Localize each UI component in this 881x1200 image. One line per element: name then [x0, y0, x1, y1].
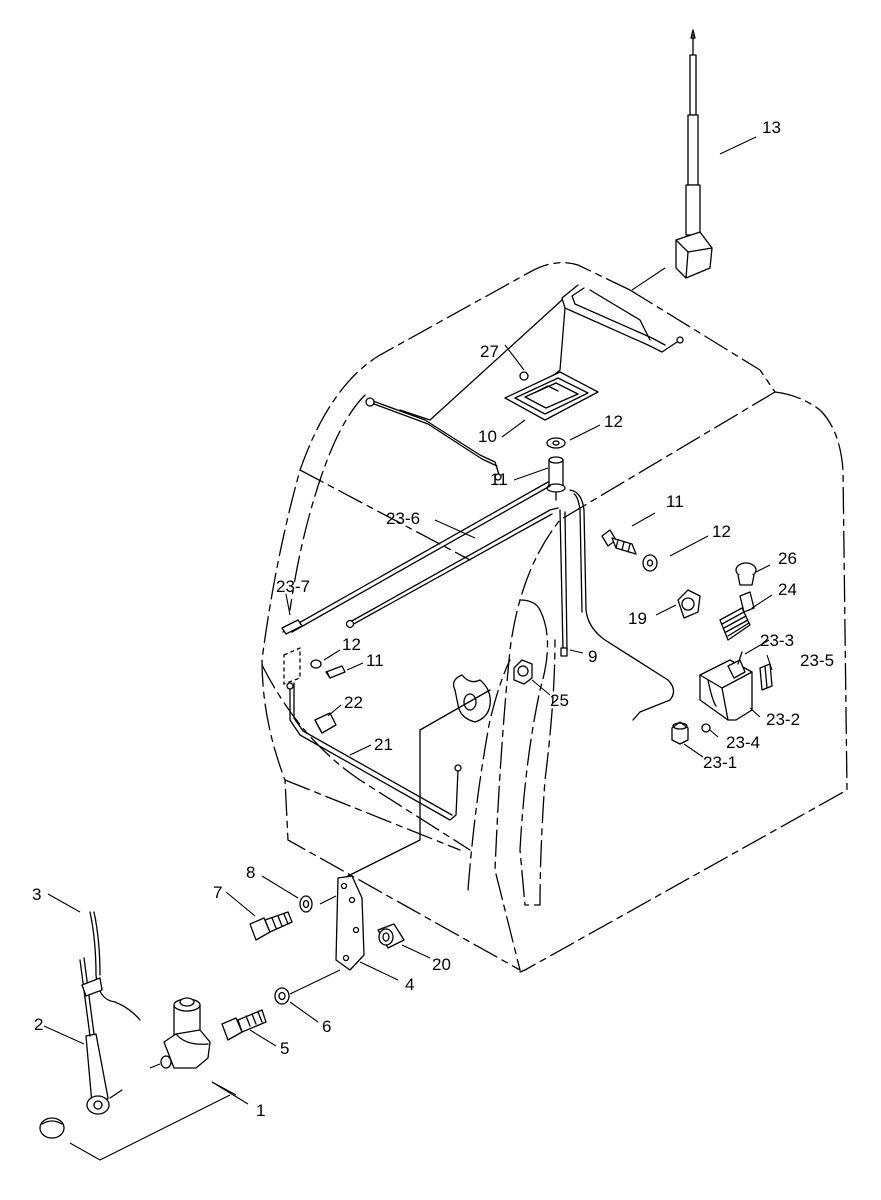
label-part-1: 1 — [256, 1101, 265, 1120]
cab-outline — [261, 262, 848, 973]
part-23-1-motor — [671, 721, 689, 745]
roof-wiring-harness — [365, 284, 684, 481]
label-part-23-5: 23-5 — [800, 651, 834, 670]
label-part-12-side: 12 — [712, 522, 731, 541]
bolt-27 — [519, 371, 529, 381]
part-5-bolt — [221, 1009, 267, 1041]
part-25-grommet — [513, 659, 533, 685]
label-part-8: 8 — [246, 863, 255, 882]
label-part-11-roof: 11 — [490, 470, 508, 489]
label-part-20: 20 — [432, 955, 451, 974]
part-3-cable — [81, 911, 141, 1021]
part-24-filter — [719, 591, 755, 641]
part-23-3-cap — [727, 659, 746, 679]
part-12-roof-washer — [546, 437, 566, 449]
part-13-antenna — [675, 29, 713, 279]
label-part-11-rear: 11 — [366, 651, 384, 670]
cab-access-hole — [452, 674, 491, 723]
label-part-9: 9 — [588, 647, 597, 666]
label-part-24: 24 — [778, 580, 797, 599]
label-part-3: 3 — [32, 885, 41, 904]
label-part-12-roof: 12 — [604, 412, 623, 431]
label-part-21: 21 — [374, 735, 393, 754]
part-1-knob — [39, 1117, 65, 1139]
label-part-27: 27 — [480, 342, 499, 361]
part-6-washer — [274, 987, 290, 1005]
part-4-bracket — [335, 875, 365, 971]
part-2-lever — [79, 957, 123, 1115]
part-23-7-nozzle — [281, 619, 303, 635]
part-26-cap — [735, 562, 757, 586]
part-7-bolt — [249, 911, 293, 941]
part-12-side-washer — [642, 554, 658, 572]
part-11-roof-bolt — [546, 456, 566, 501]
label-part-23-7: 23-7 — [276, 577, 310, 596]
part-1-control-base — [160, 997, 211, 1069]
label-part-23-4: 23-4 — [726, 733, 760, 752]
part-19-grommet — [677, 589, 701, 619]
part-22-clip — [314, 712, 337, 734]
label-part-19: 19 — [628, 609, 647, 628]
part-8-washer — [299, 895, 313, 913]
part-23-4-nut — [701, 723, 711, 733]
label-part-23-6: 23-6 — [386, 509, 420, 528]
label-part-13: 13 — [762, 118, 781, 137]
label-part-4: 4 — [405, 975, 414, 994]
part-23-2-washer-tank — [699, 651, 753, 721]
label-part-12-rear: 12 — [342, 635, 361, 654]
label-part-23-3: 23-3 — [760, 631, 794, 650]
part-11-side-bolt — [601, 529, 637, 555]
part-labels: 1 2 3 4 5 6 7 8 9 10 11 11 11 12 12 12 1… — [32, 118, 834, 1120]
label-part-5: 5 — [280, 1039, 289, 1058]
label-part-22: 22 — [344, 693, 363, 712]
label-part-26: 26 — [778, 549, 797, 568]
label-part-7: 7 — [213, 883, 222, 902]
label-part-6: 6 — [322, 1017, 331, 1036]
leader-lines — [43, 136, 773, 1161]
part-20-spacer — [377, 923, 405, 949]
part-11-small-bolt — [325, 665, 346, 679]
label-part-23-2: 23-2 — [766, 710, 800, 729]
part-12-small-washer — [310, 659, 322, 669]
label-part-2: 2 — [34, 1015, 43, 1034]
label-part-25: 25 — [550, 691, 569, 710]
rear-wiring-harness — [283, 647, 462, 821]
washer-hoses — [281, 481, 675, 721]
label-part-10: 10 — [478, 427, 497, 446]
part-10-roof-lamp — [504, 371, 599, 421]
part-23-5-bracket — [759, 663, 773, 691]
label-part-23-1: 23-1 — [703, 753, 737, 772]
label-part-11-side: 11 — [666, 492, 684, 511]
control-cable — [339, 689, 491, 881]
